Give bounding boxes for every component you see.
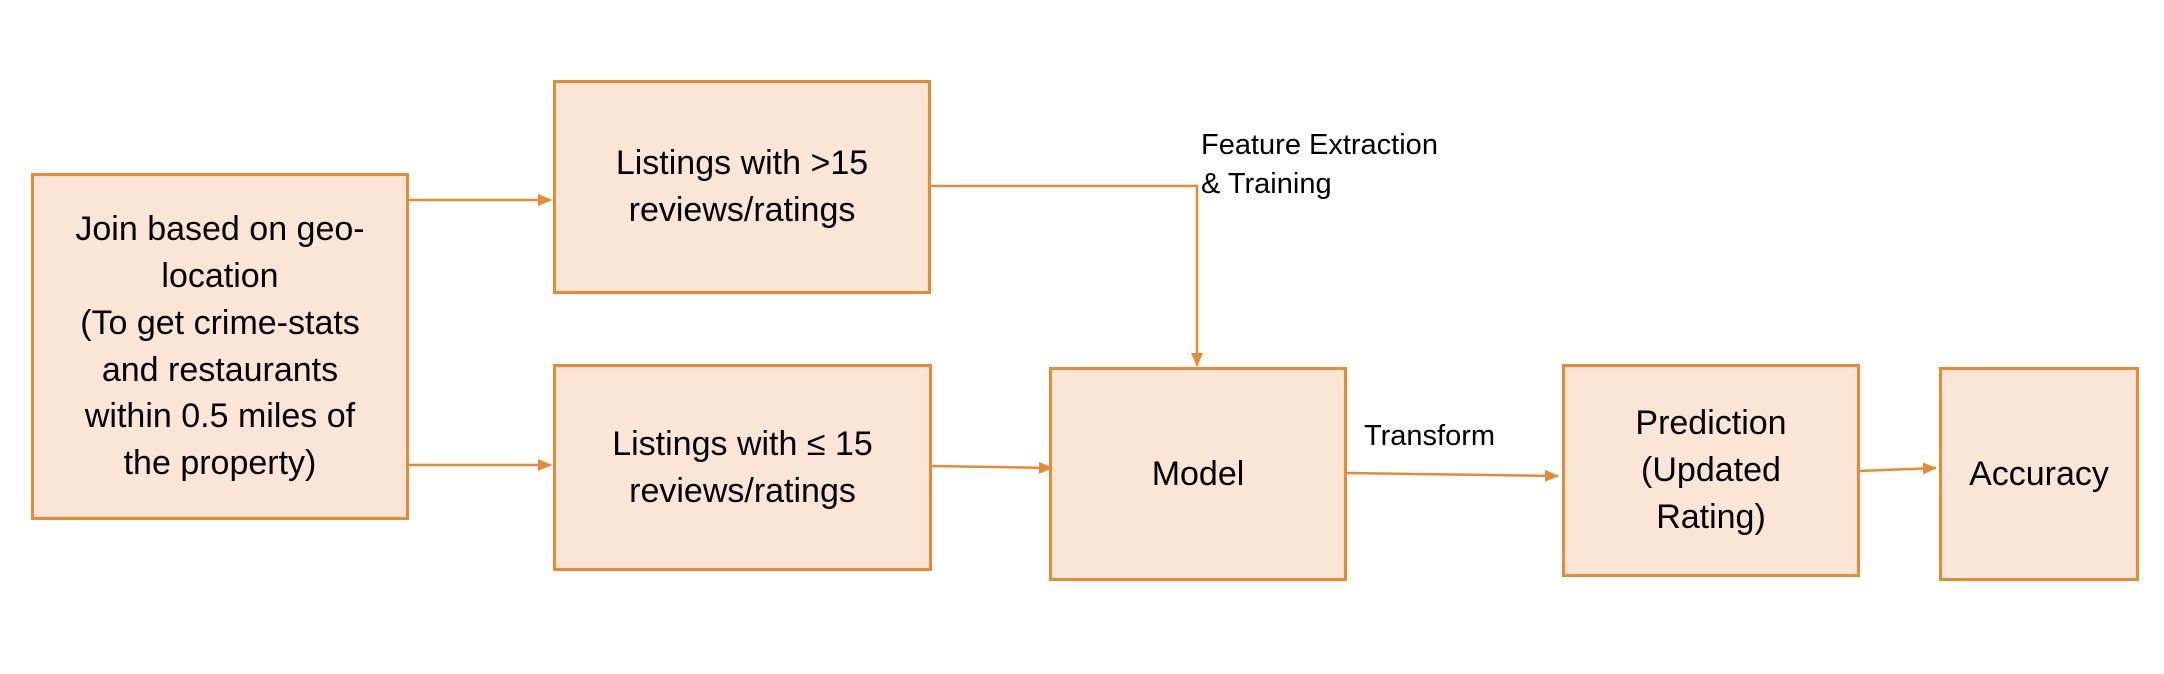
prediction-node: Prediction (Updated Rating) bbox=[1562, 364, 1860, 577]
arrow-model-to-prediction bbox=[1345, 469, 1559, 482]
feature-extraction-label: Feature Extraction & Training bbox=[1201, 129, 1438, 201]
join-geolocation-node: Join based on geo- location (To get crim… bbox=[31, 173, 409, 520]
listings-le15-node: Listings with ≤ 15 reviews/ratings bbox=[553, 364, 932, 571]
listings-gt15-node: Listings with >15 reviews/ratings bbox=[553, 80, 931, 294]
model-node: Model bbox=[1049, 367, 1347, 581]
arrow-listings-gt15-to-model bbox=[930, 184, 1203, 367]
arrow-listings-le15-to-model bbox=[930, 461, 1053, 474]
arrow-prediction-to-accuracy bbox=[1858, 462, 1937, 475]
accuracy-node: Accuracy bbox=[1939, 367, 2139, 581]
transform-label: Transform bbox=[1364, 420, 1496, 452]
